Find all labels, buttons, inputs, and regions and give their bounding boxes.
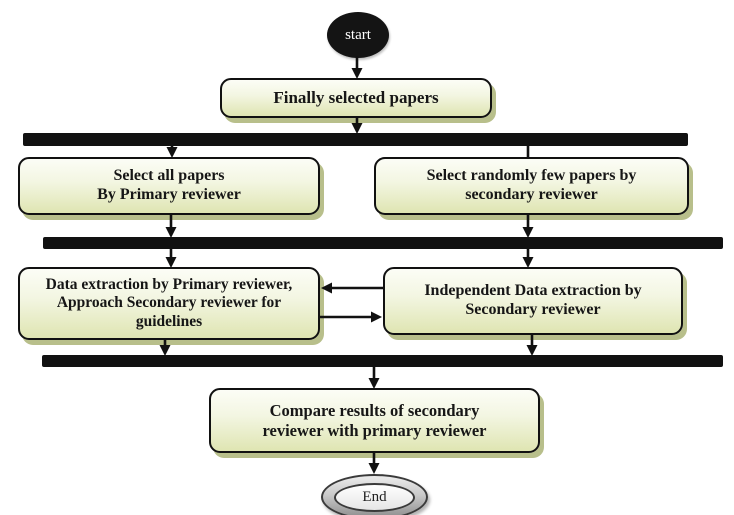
independent-extraction-node: Independent Data extraction by Secondary…: [383, 267, 683, 335]
arrow-data-extraction-to-independent: [320, 311, 382, 323]
start-label: start: [345, 26, 371, 43]
compare-results-label: Compare results of secondary reviewer wi…: [262, 401, 487, 440]
arrow-bar2-to-data-extraction: [165, 249, 177, 268]
start-node: start: [327, 12, 389, 58]
finally-selected-papers-node: Finally selected papers: [220, 78, 492, 118]
sync-bar-3: [42, 355, 723, 367]
arrow-independent-to-data-extraction: [321, 282, 383, 294]
finally-selected-papers-label: Finally selected papers: [273, 87, 439, 107]
select-random-papers-label: Select randomly few papers by secondary …: [426, 167, 637, 203]
sync-bar-1: [23, 133, 688, 146]
sync-bar-2: [43, 237, 723, 249]
arrow-finally-to-bar1: [351, 118, 363, 134]
end-node: End: [321, 474, 428, 515]
end-label: End: [362, 489, 387, 505]
arrow-bar3-to-compare: [368, 367, 380, 389]
select-all-papers-label: Select all papers By Primary reviewer: [97, 167, 241, 203]
select-random-papers-node: Select randomly few papers by secondary …: [374, 157, 689, 215]
arrow-select-random-to-bar2: [522, 215, 534, 238]
end-node-inner-ring: End: [334, 483, 415, 512]
arrow-bar2-to-independent: [522, 249, 534, 268]
data-extraction-label: Data extraction by Primary reviewer, App…: [45, 276, 293, 330]
arrow-start-to-finally: [351, 56, 363, 79]
arrow-data-extraction-to-bar3: [159, 340, 171, 356]
arrow-independent-to-bar3: [526, 335, 538, 356]
compare-results-node: Compare results of secondary reviewer wi…: [209, 388, 540, 453]
select-all-papers-node: Select all papers By Primary reviewer: [18, 157, 320, 215]
arrow-select-all-to-bar2: [165, 215, 177, 238]
independent-extraction-label: Independent Data extraction by Secondary…: [424, 282, 642, 318]
data-extraction-node: Data extraction by Primary reviewer, App…: [18, 267, 320, 340]
arrow-compare-to-end: [368, 453, 380, 474]
